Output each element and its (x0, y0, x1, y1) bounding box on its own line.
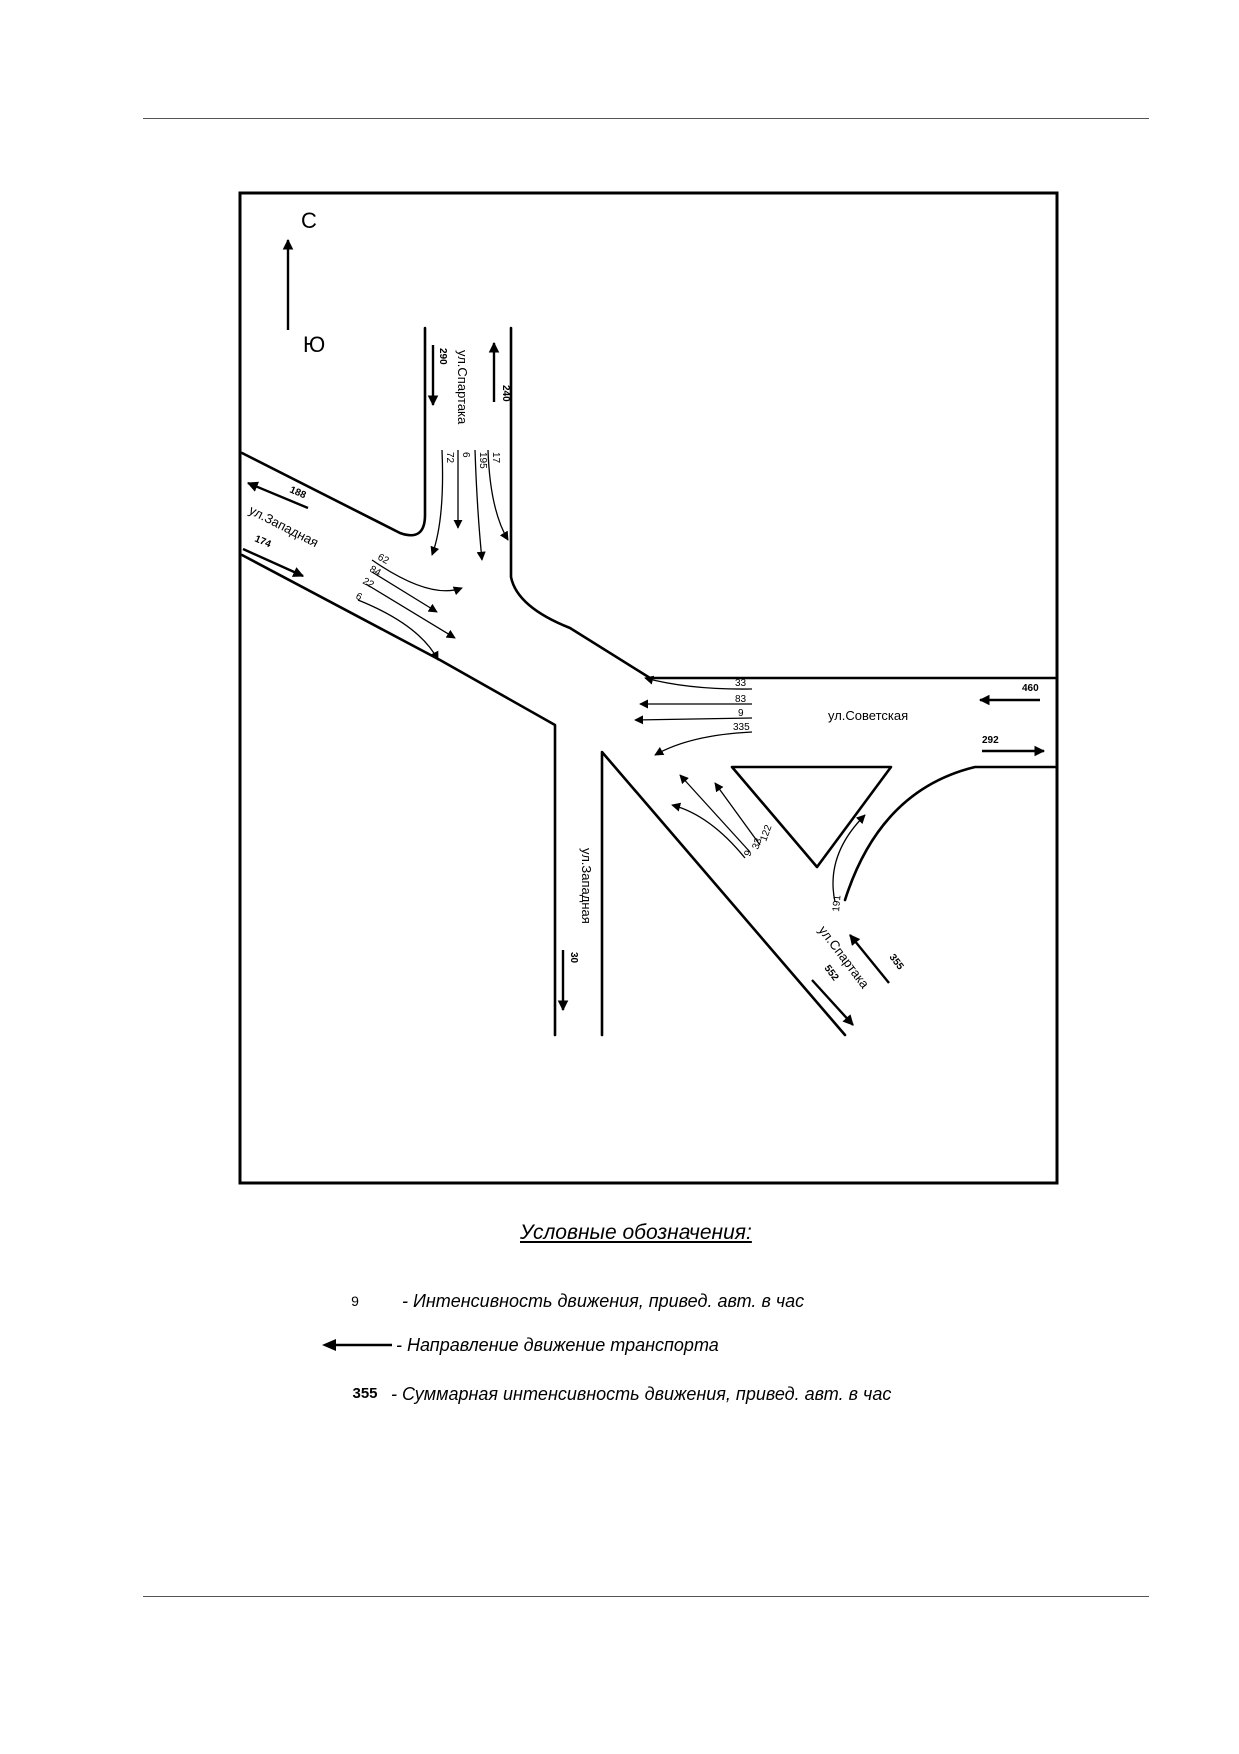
road-edge-spartaka-north-west (240, 326, 427, 537)
lane-arrow-west-3 (365, 583, 456, 639)
lane-arrow-north-3 (474, 449, 486, 561)
legend-symbol-intensity: 9 (351, 1293, 359, 1309)
lane-label-north-4: 17 (490, 452, 501, 464)
lane-arrow-west-4 (357, 599, 439, 661)
legend-text-intensity: - Интенсивность движения, привед. авт. в… (402, 1291, 805, 1311)
street-label-spartaka-north: ул.Спартака (455, 350, 470, 425)
lane-label-north-2: 6 (460, 452, 471, 458)
footer-rule (143, 1596, 1149, 1597)
total-label-sovetskaya-out: 292 (982, 735, 999, 746)
lane-arrow-south-1 (714, 782, 761, 846)
lane-label-south-slip: 191 (831, 894, 843, 912)
compass: С Ю (282, 208, 325, 357)
legend-text-direction: - Направление движение транспорта (396, 1335, 719, 1355)
total-arrow-spartaka-south-out (811, 979, 854, 1026)
lane-arrow-west-1 (371, 559, 463, 596)
lane-arrow-north-4 (487, 449, 509, 541)
lane-flows-west: 62 84 22 6 (354, 552, 463, 661)
lane-arrow-south-2 (679, 774, 751, 853)
traffic-island (730, 765, 893, 869)
lane-arrow-north-1 (430, 449, 444, 556)
lane-label-west-1: 62 (376, 552, 391, 567)
compass-south-label: Ю (303, 332, 325, 357)
total-arrow-zapadnaya-west-out (247, 481, 309, 510)
lane-label-north-3: 195 (477, 452, 488, 469)
legend-row-intensity: 9 - Интенсивность движения, привед. авт.… (300, 1288, 1100, 1314)
total-label-sovetskaya-in: 460 (1022, 683, 1039, 694)
total-arrow-spartaka-south-in (849, 934, 890, 984)
legend-title: Условные обозначения: (520, 1221, 752, 1244)
street-label-sovetskaya: ул.Советская (828, 708, 908, 723)
lane-label-west-3: 22 (361, 576, 376, 591)
total-label-spartaka-south-out: 552 (822, 963, 841, 983)
lane-arrow-east-1 (644, 675, 753, 690)
lane-label-south-3: 9 (742, 849, 754, 858)
total-label-zapadnaya-south-out: 30 (568, 952, 579, 964)
total-flows: 290 240 188 174 460 292 30 355 552 (242, 341, 1046, 1026)
lane-label-east-4: 335 (733, 722, 750, 733)
road-edge-spartaka-north-east (509, 326, 1057, 680)
lane-label-east-1: 33 (735, 678, 747, 689)
lane-flows-north: 72 6 195 17 (430, 449, 509, 561)
lane-arrow-west-2 (371, 571, 438, 613)
compass-north-label: С (301, 208, 317, 233)
legend-symbol-total: 355 (352, 1385, 378, 1402)
legend-symbol-direction (300, 1332, 410, 1366)
total-label-zapadnaya-west-out: 188 (288, 485, 308, 502)
road-edge-zapadnaya-west-south (240, 553, 557, 1037)
lane-flows-east: 33 83 9 335 (634, 675, 753, 756)
lane-label-south-2: 33 (750, 836, 764, 851)
lane-arrow-south-3 (671, 802, 746, 859)
lane-arrow-south-slip (832, 814, 866, 903)
total-arrow-zapadnaya-west-in (242, 547, 304, 578)
legend-row-direction: - Направление движение транспорта (300, 1332, 1100, 1358)
total-label-spartaka-north-out: 240 (500, 385, 511, 402)
lane-flows-south: 122 33 9 191 (671, 774, 866, 912)
street-label-zapadnaya-south: ул.Западная (579, 848, 594, 924)
road-edge-zapadnaya-south-east (600, 750, 847, 1037)
lane-arrow-east-4 (654, 731, 753, 756)
total-label-spartaka-north-in: 290 (437, 348, 448, 365)
total-label-zapadnaya-west-in: 174 (253, 534, 273, 551)
total-label-spartaka-south-in: 355 (887, 952, 906, 972)
header-rule (143, 118, 1149, 119)
street-label-spartaka-south: ул.Спартака (816, 923, 873, 992)
legend-row-total: 355 - Суммарная интенсивность движения, … (300, 1381, 1100, 1407)
lane-label-north-1: 72 (444, 452, 455, 464)
lane-label-west-4: 6 (354, 591, 364, 604)
lane-label-west-2: 84 (368, 564, 383, 579)
lane-arrow-east-3 (634, 715, 753, 725)
road-edge-sovetskaya-south (843, 765, 1057, 902)
direction-arrow-icon (321, 1339, 392, 1351)
lane-label-east-2: 83 (735, 694, 747, 705)
road-edges (240, 326, 1057, 1037)
lane-label-east-3: 9 (738, 708, 744, 719)
legend-text-total: - Суммарная интенсивность движения, прив… (391, 1384, 892, 1404)
diagram-frame (238, 191, 1059, 1185)
street-labels: ул.Спартака ул.Западная ул.Советская ул.… (247, 350, 909, 992)
